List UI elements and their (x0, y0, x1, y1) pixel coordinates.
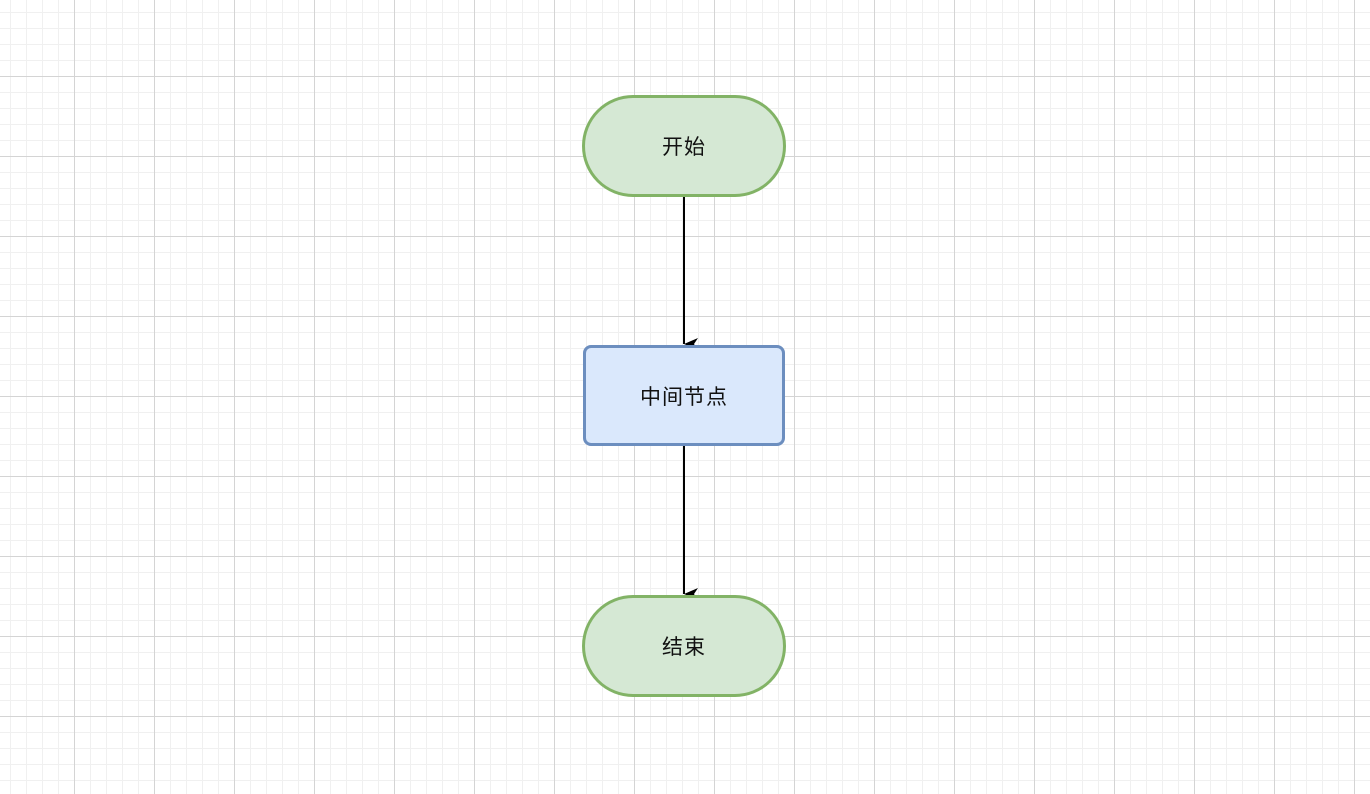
node-end-label: 结束 (662, 635, 706, 659)
node-start[interactable]: 开始 (582, 95, 786, 197)
node-middle[interactable]: 中间节点 (583, 345, 785, 446)
node-middle-label: 中间节点 (640, 384, 728, 409)
node-start-label: 开始 (662, 135, 706, 159)
node-end[interactable]: 结束 (582, 595, 786, 697)
